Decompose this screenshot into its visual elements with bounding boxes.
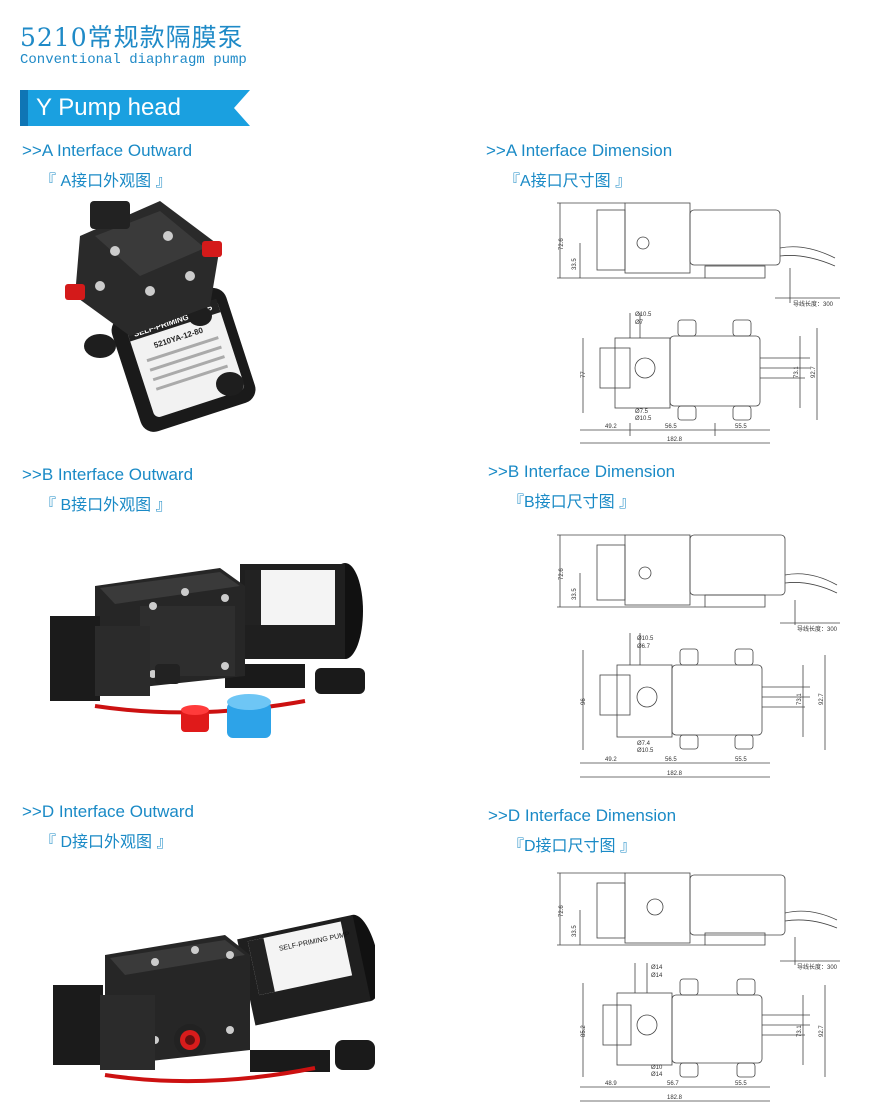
dim-d-width-a: 48.9 bbox=[605, 1081, 617, 1087]
dim-d-port4: Ø14 bbox=[651, 1072, 663, 1078]
dim-b-height1: 72.6 bbox=[559, 568, 565, 580]
dim-a-h-right2: 92.7 bbox=[811, 366, 817, 378]
dim-b-h-right2: 92.7 bbox=[819, 693, 825, 705]
dim-d-height1: 72.6 bbox=[559, 905, 565, 917]
heading-a-dimension: >>A Interface Dimension bbox=[486, 141, 673, 160]
dim-a-port2: Ø7 bbox=[635, 320, 644, 326]
heading-b-outward: >>B Interface Outward bbox=[22, 465, 194, 484]
heading-b-dimension: >>B Interface Dimension bbox=[488, 462, 676, 481]
dim-d-port1: Ø14 bbox=[651, 965, 663, 971]
dim-a-port1: Ø10.5 bbox=[635, 312, 652, 318]
dim-d-width-b: 56.7 bbox=[667, 1081, 679, 1087]
dim-a-height1: 72.6 bbox=[559, 238, 565, 250]
page-subtitle: Conventional diaphragm pump bbox=[20, 52, 247, 68]
dim-a-height2: 33.5 bbox=[572, 258, 578, 270]
dim-a-total: 182.8 bbox=[667, 437, 683, 443]
dim-b-port4: Ø10.5 bbox=[637, 748, 654, 754]
dim-d-width-c: 55.5 bbox=[735, 1081, 747, 1087]
dim-a-width-c: 55.5 bbox=[735, 424, 747, 430]
dim-a-width-b: 56.5 bbox=[665, 424, 677, 430]
heading-a-outward-cn: 『 A接口外观图 』 bbox=[40, 173, 172, 190]
dim-b-height2: 33.5 bbox=[572, 588, 578, 600]
banner-title: Y Pump head bbox=[36, 94, 181, 121]
dim-a-port4: Ø10.5 bbox=[635, 416, 652, 422]
heading-a-outward: >>A Interface Outward bbox=[22, 141, 193, 160]
dim-d-h-right2: 92.7 bbox=[819, 1025, 825, 1037]
dim-b-port3: Ø7.4 bbox=[637, 741, 651, 747]
dim-a-h-right1: 73.1 bbox=[794, 366, 800, 378]
dim-a-h-left: 77 bbox=[581, 371, 587, 378]
dim-d-h-right1: 73.1 bbox=[797, 1025, 803, 1037]
dim-d-total: 182.8 bbox=[667, 1095, 683, 1101]
heading-b-outward-cn: 『 B接口外观图 』 bbox=[40, 497, 172, 514]
dim-b-width-c: 55.5 bbox=[735, 757, 747, 763]
page-title: 5210常规款隔膜泵 bbox=[20, 23, 244, 52]
dim-b-h-right1: 73.1 bbox=[797, 693, 803, 705]
heading-d-outward: >>D Interface Outward bbox=[22, 802, 194, 821]
dim-d-port2: Ø14 bbox=[651, 973, 663, 979]
heading-d-dimension: >>D Interface Dimension bbox=[488, 806, 677, 825]
dim-d-port3: Ø10 bbox=[651, 1065, 663, 1071]
dim-b-width-a: 49.2 bbox=[605, 757, 617, 763]
dim-b-port2: Ø6.7 bbox=[637, 644, 651, 650]
dim-d-height2: 33.5 bbox=[572, 925, 578, 937]
dim-d-lead: 导线长度：300 bbox=[797, 963, 838, 971]
dimension-drawing-b: 72.6 33.5 导线长度：300 Ø10.5 Ø6.7 Ø7.4 Ø10.5… bbox=[557, 534, 840, 778]
dimension-drawing-a: 72.6 33.5 导线长度：300 Ø10.5 Ø7 Ø7.5 Ø10.5 7… bbox=[557, 202, 840, 444]
pump-d-image: SELF-PRIMING PUMP bbox=[53, 914, 375, 1084]
dim-a-width-a: 49.2 bbox=[605, 424, 617, 430]
heading-d-outward-cn: 『 D接口外观图 』 bbox=[40, 834, 173, 851]
dim-a-lead: 导线长度：300 bbox=[793, 300, 834, 308]
dim-a-port3: Ø7.5 bbox=[635, 409, 649, 415]
pump-b-image bbox=[50, 563, 365, 738]
heading-a-dimension-cn: 『A接口尺寸图 』 bbox=[504, 173, 632, 190]
dim-d-h-left: 85.2 bbox=[581, 1025, 587, 1037]
dim-b-width-b: 56.5 bbox=[665, 757, 677, 763]
dimension-drawing-d: 72.6 33.5 导线长度：300 Ø14 Ø14 Ø10 Ø14 85.2 … bbox=[557, 872, 840, 1102]
dim-b-total: 182.8 bbox=[667, 771, 683, 777]
pump-a-image: SELF-PRIMING PUMP 5210YA-12-80 bbox=[65, 201, 256, 432]
heading-b-dimension-cn: 『B接口尺寸图 』 bbox=[508, 494, 636, 511]
dim-b-lead: 导线长度：300 bbox=[797, 625, 838, 633]
dim-b-h-left: 96 bbox=[581, 698, 587, 705]
dim-b-port1: Ø10.5 bbox=[637, 636, 654, 642]
heading-d-dimension-cn: 『D接口尺寸图 』 bbox=[508, 838, 637, 855]
section-banner bbox=[20, 90, 250, 126]
